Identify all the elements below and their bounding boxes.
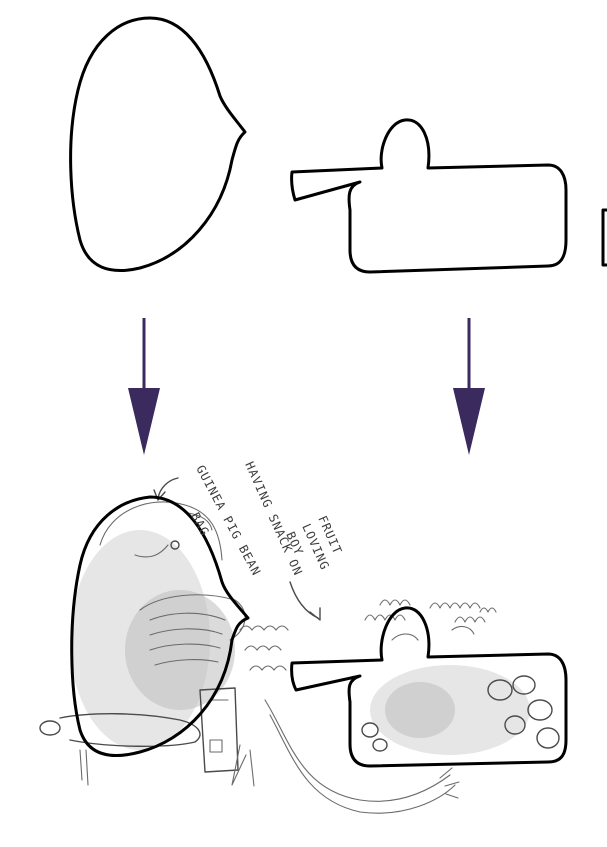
- pencil-sketch: [39, 477, 560, 814]
- bean-bag-outline-overlay: [70, 495, 250, 757]
- boy-outline-shape: [290, 118, 568, 274]
- boy-outline-overlay: [290, 606, 568, 768]
- partial-outline-right-edge: [601, 208, 607, 267]
- right-down-arrow: [453, 318, 485, 455]
- annotation-line-2: BAG: [188, 510, 212, 538]
- left-down-arrow: [128, 318, 160, 455]
- bean-bag-outline-shape: [69, 16, 247, 272]
